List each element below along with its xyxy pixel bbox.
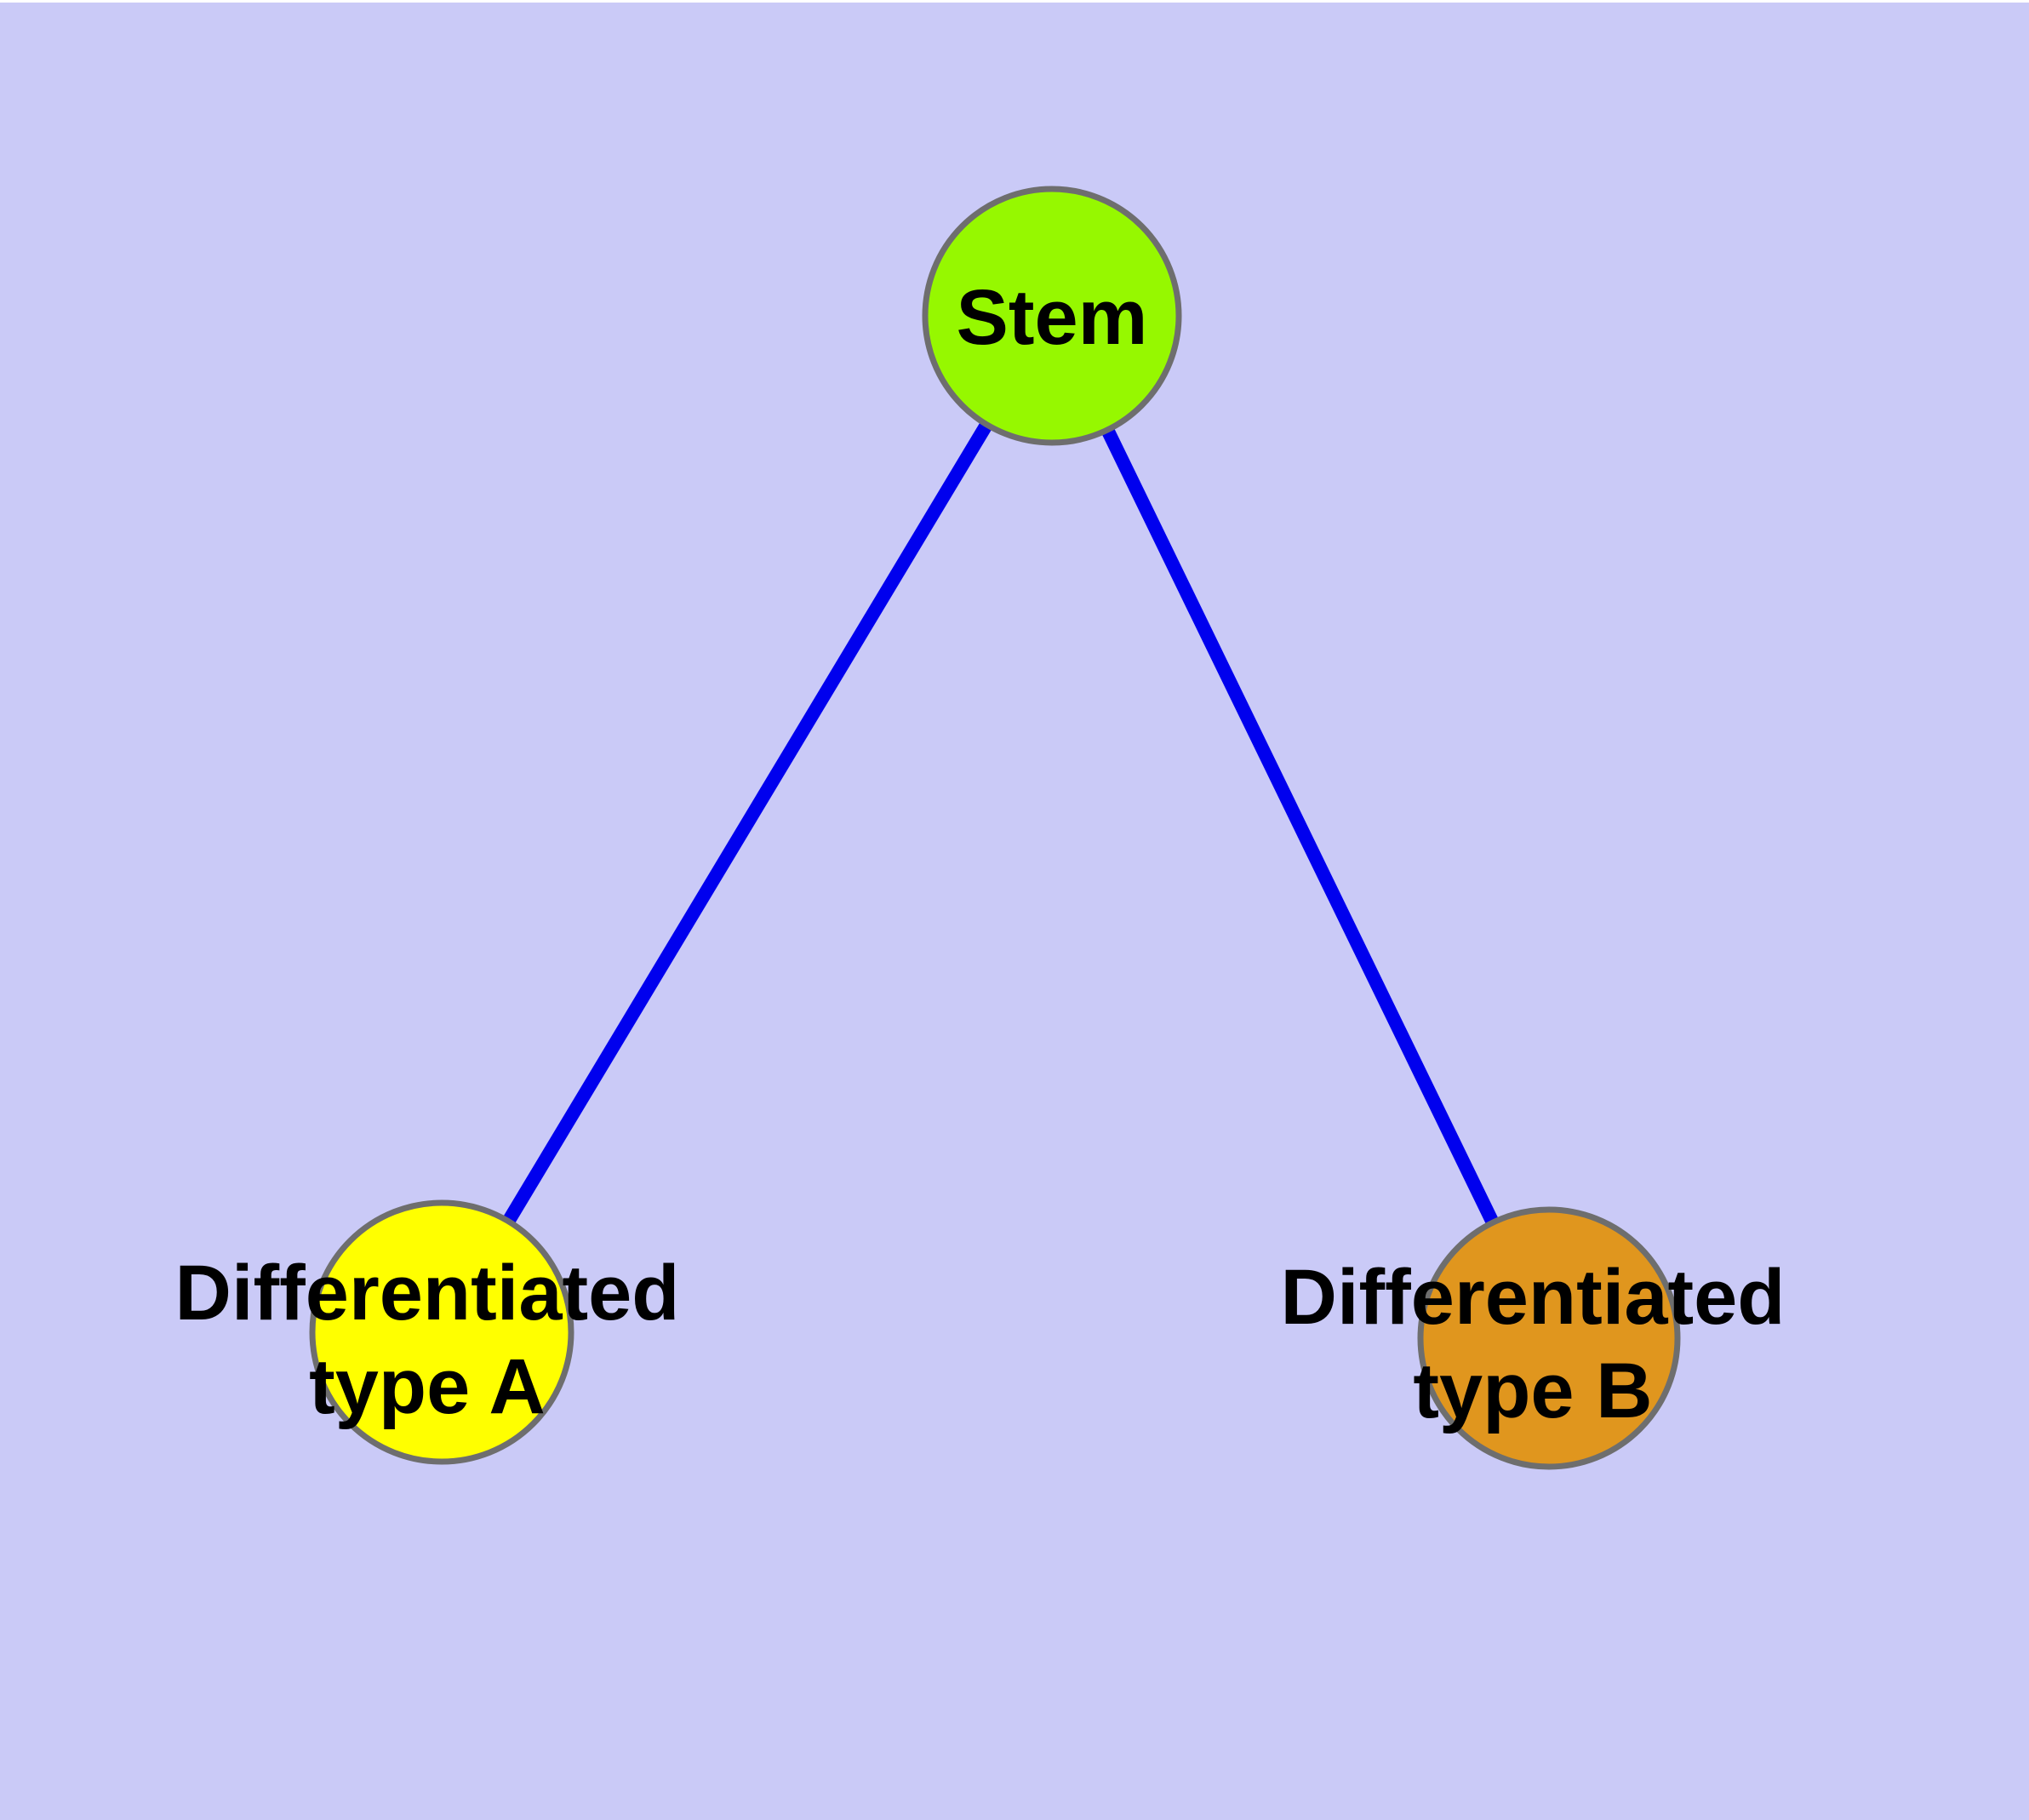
- node-type-b-label-line2: type B: [1413, 1348, 1652, 1434]
- node-differentiated-type-b: [1417, 1206, 1681, 1470]
- edge-stem-to-type-a: [436, 312, 1058, 1336]
- node-stem-label: Stem: [957, 274, 1148, 361]
- node-type-b-label-line1: Differentiated: [1281, 1254, 1786, 1341]
- node-differentiated-type-a: [309, 1199, 574, 1465]
- node-stem: [922, 186, 1182, 446]
- top-margin-strip: [0, 0, 2029, 3]
- node-type-a-label-line2: type A: [309, 1343, 546, 1430]
- edge-stem-to-type-b: [1045, 312, 1556, 1342]
- node-type-a-label-line1: Differentiated: [175, 1250, 680, 1336]
